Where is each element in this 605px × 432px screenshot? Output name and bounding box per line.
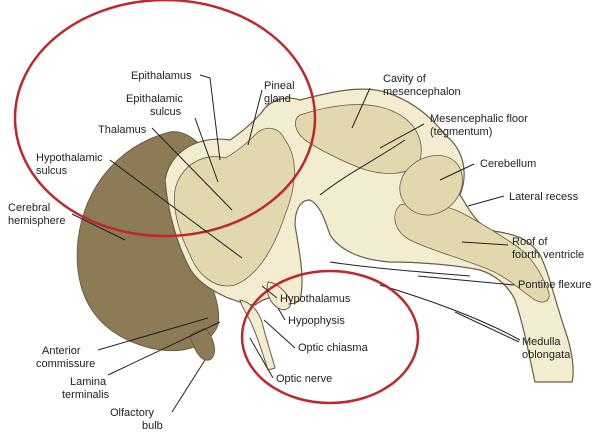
label-mesencephalic-floor-line-1: Mesencephalic floor [430, 113, 528, 125]
label-olfactory-bulb: Olfactory bulb [110, 407, 163, 432]
label-roof-line-1: Roof of [512, 236, 548, 248]
label-lateral-recess-line-1: Lateral recess [509, 191, 579, 203]
label-hypophysis-line-1: Hypophysis [288, 315, 345, 327]
label-roof-line-2: fourth ventricle [512, 249, 584, 261]
label-pontine-flexure-line-1: Pontine flexure [518, 279, 591, 291]
label-optic-nerve-line-1: Optic nerve [276, 373, 332, 385]
optic-stalk-shape [240, 300, 275, 370]
label-cerebral-hemisphere-line-1: Cerebral [8, 202, 50, 214]
label-hypothalamic-sulcus: Hypothalamic sulcus [36, 152, 106, 177]
label-hypothalamus-line-1: Hypothalamus [280, 293, 351, 305]
label-epithalamic-sulcus-line-1: Epithalamic [126, 93, 183, 105]
leader-olfactory-bulb [172, 360, 205, 412]
label-lateral-recess: Lateral recess [509, 191, 579, 203]
label-hypothalamic-sulcus-line-1: Hypothalamic [36, 152, 103, 164]
label-pontine-flexure: Pontine flexure [518, 279, 591, 291]
label-roof-of-fourth-ventricle: Roof of fourth ventricle [512, 236, 584, 261]
label-hypothalamic-sulcus-line-2: sulcus [36, 165, 68, 177]
label-anterior-commissure-line-2: commissure [36, 358, 95, 370]
medulla-line [380, 285, 520, 340]
label-pineal-gland-line-2: gland [264, 93, 291, 105]
label-medulla-line-2: oblongata [522, 349, 571, 361]
label-optic-chiasma-line-1: Optic chiasma [298, 342, 369, 354]
label-epithalamic-sulcus-line-2: sulcus [150, 106, 182, 118]
label-anterior-commissure: Anterior commissure [36, 345, 95, 370]
label-anterior-commissure-line-1: Anterior [42, 345, 81, 357]
label-lamina-line-1: Lamina [70, 376, 107, 388]
label-mesencephalic-floor: Mesencephalic floor (tegmentum) [430, 113, 531, 138]
label-olfactory-line-1: Olfactory [110, 407, 155, 419]
label-cerebellum: Cerebellum [480, 158, 536, 170]
label-cerebellum-line-1: Cerebellum [480, 158, 536, 170]
label-cavity-line-1: Cavity of [383, 73, 427, 85]
label-olfactory-line-2: bulb [142, 420, 163, 432]
label-epithalamus: Epithalamus [131, 70, 192, 82]
label-thalamus: Thalamus [98, 124, 147, 136]
label-hypothalamus: Hypothalamus [280, 293, 351, 305]
leader-lateral-recess [468, 196, 504, 206]
label-cavity-of-mesencephalon: Cavity of mesencephalon [383, 73, 461, 98]
label-lamina-line-2: terminalis [62, 389, 110, 401]
label-epithalamus-line-1: Epithalamus [131, 70, 192, 82]
label-thalamus-line-1: Thalamus [98, 124, 147, 136]
label-epithalamic-sulcus: Epithalamic sulcus [126, 93, 186, 118]
label-pineal-gland-line-1: Pineal [264, 80, 295, 92]
label-cerebral-hemisphere: Cerebral hemisphere [8, 202, 65, 227]
label-medulla-line-1: Medulla [522, 336, 561, 348]
leader-medulla-oblongata [455, 312, 519, 342]
label-cavity-line-2: mesencephalon [383, 86, 461, 98]
label-optic-nerve: Optic nerve [276, 373, 332, 385]
label-hypophysis: Hypophysis [288, 315, 345, 327]
label-mesencephalic-floor-line-2: (tegmentum) [430, 126, 492, 138]
label-cerebral-hemisphere-line-2: hemisphere [8, 215, 65, 227]
label-lamina-terminalis: Lamina terminalis [62, 376, 110, 401]
label-optic-chiasma: Optic chiasma [298, 342, 369, 354]
